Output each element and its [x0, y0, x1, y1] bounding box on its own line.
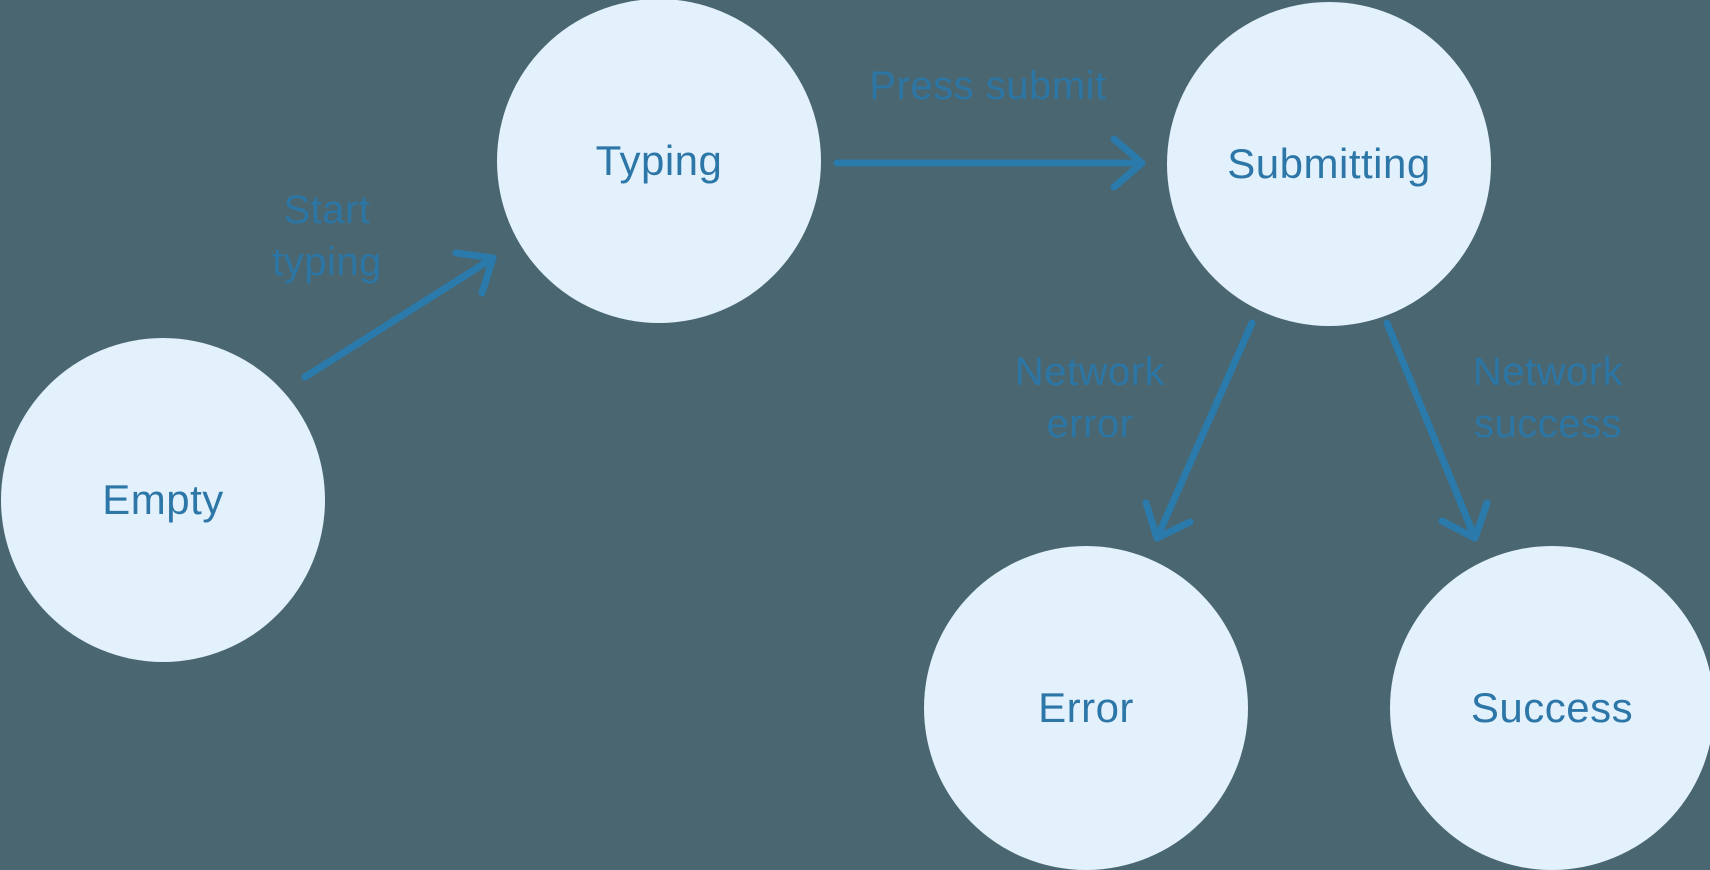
state-node-success: Success [1390, 546, 1710, 870]
edge-typing-to-submitting-arrow [833, 135, 1146, 191]
edge-label-network-success: Network success [1398, 346, 1698, 450]
edge-label-line: Press submit [869, 64, 1107, 108]
edge-label-line: typing [272, 240, 382, 284]
state-label-empty: Empty [102, 476, 224, 523]
edge-label-line: error [1046, 402, 1134, 446]
state-label-success: Success [1470, 684, 1634, 731]
edge-label-press-submit: Press submit [838, 60, 1138, 112]
edge-label-network-error: Network error [940, 346, 1240, 450]
state-node-error: Error [924, 546, 1248, 870]
edge-label-line: Network [1472, 350, 1624, 394]
state-node-submitting: Submitting [1167, 2, 1491, 326]
edge-label-line: success [1474, 402, 1622, 446]
state-node-empty: Empty [1, 338, 325, 662]
edge-label-line: Network [1014, 350, 1166, 394]
edge-label-line: Start [283, 188, 371, 232]
edge-empty-to-typing-arrow [301, 249, 497, 381]
state-node-typing: Typing [497, 0, 821, 323]
edge-submitting-to-error-arrow [1142, 319, 1256, 542]
state-label-error: Error [1038, 684, 1134, 731]
edge-submitting-to-success-arrow [1383, 319, 1491, 542]
state-label-submitting: Submitting [1227, 140, 1431, 187]
edge-label-start-typing: Start typing [177, 184, 477, 288]
state-label-typing: Typing [595, 137, 723, 184]
